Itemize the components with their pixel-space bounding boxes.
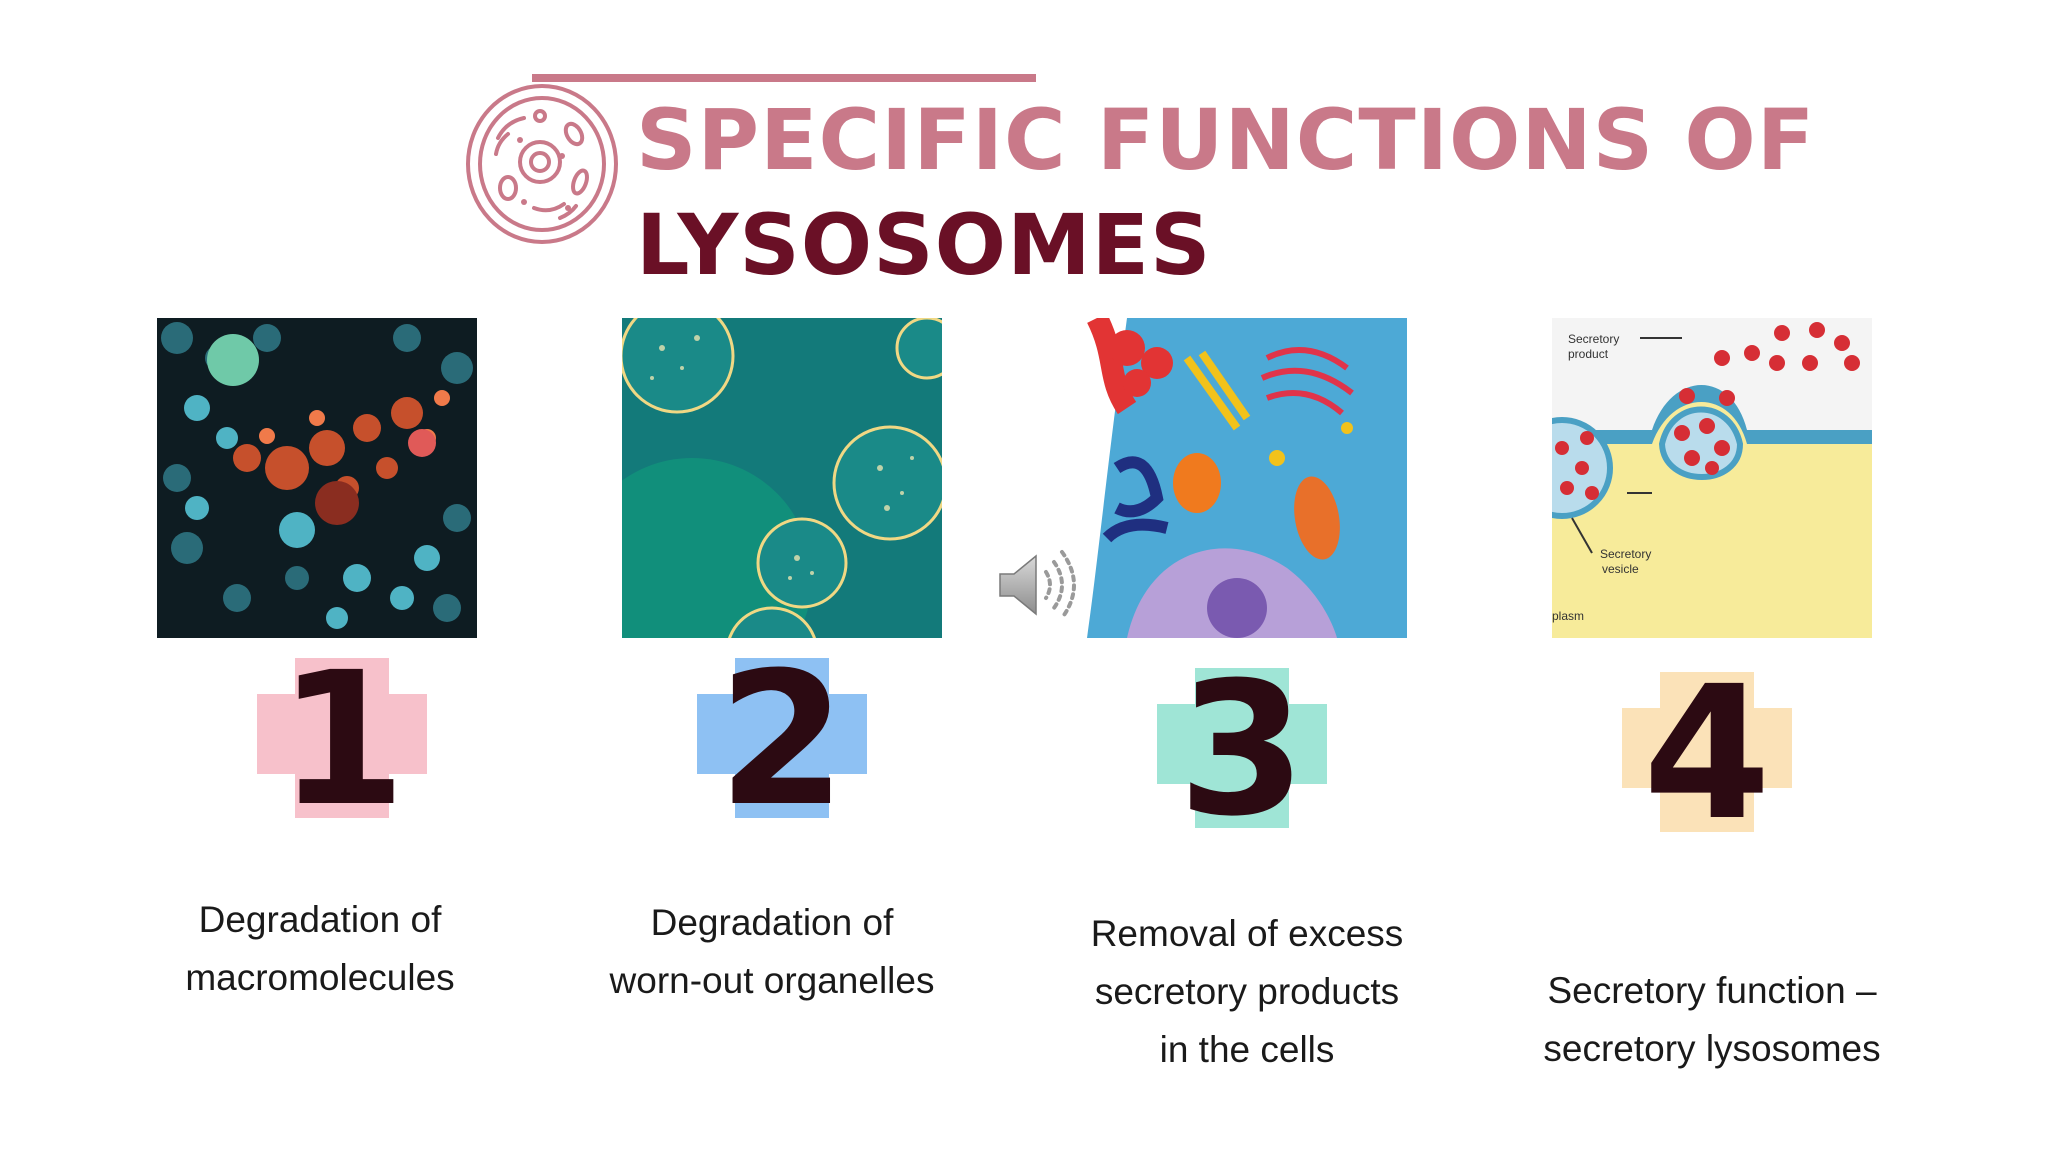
macromolecules-image [157,318,477,638]
badge-background [295,658,389,818]
secretory-vesicle-label: Secretory [1600,547,1651,561]
cell-illustration-image [1087,318,1407,638]
plasm-label: plasm [1552,609,1584,623]
badge-background [735,658,829,818]
function-caption-2: Degradation of worn-out organelles [609,902,935,1001]
function-number-badge-2: 2 [697,648,867,832]
badge-background [1195,668,1289,828]
function-number-badge-1: 1 [257,648,427,832]
function-number: 1 [277,633,407,847]
secretory-diagram-image: Secretory product Secretory vesicle plas… [1552,318,1872,638]
function-number: 2 [717,633,847,847]
secretory-product-label: Secretory [1568,332,1619,346]
organelles-image [622,318,942,638]
function-number-badge-4: 4 [1622,662,1792,846]
title-decorative-rule [532,74,1036,82]
page-subtitle: LYSOSOMES [636,196,1212,294]
function-caption-3: Removal of excess secretory products in … [1090,913,1404,1070]
function-caption-1: Degradation of macromolecules [185,899,455,998]
secretory-product-label-2: product [1568,347,1609,361]
function-number-badge-3: 3 [1157,658,1327,842]
page-title: SPECIFIC FUNCTIONS OF [636,91,1816,189]
function-caption-4: Secretory function – secretory lysosomes [1543,970,1881,1069]
cell-icon [466,84,618,244]
badge-background [1660,672,1754,832]
speaker-icon[interactable] [996,548,1080,622]
function-number: 3 [1177,643,1307,857]
function-number: 4 [1642,647,1772,861]
secretory-vesicle-label-2: vesicle [1602,562,1639,576]
